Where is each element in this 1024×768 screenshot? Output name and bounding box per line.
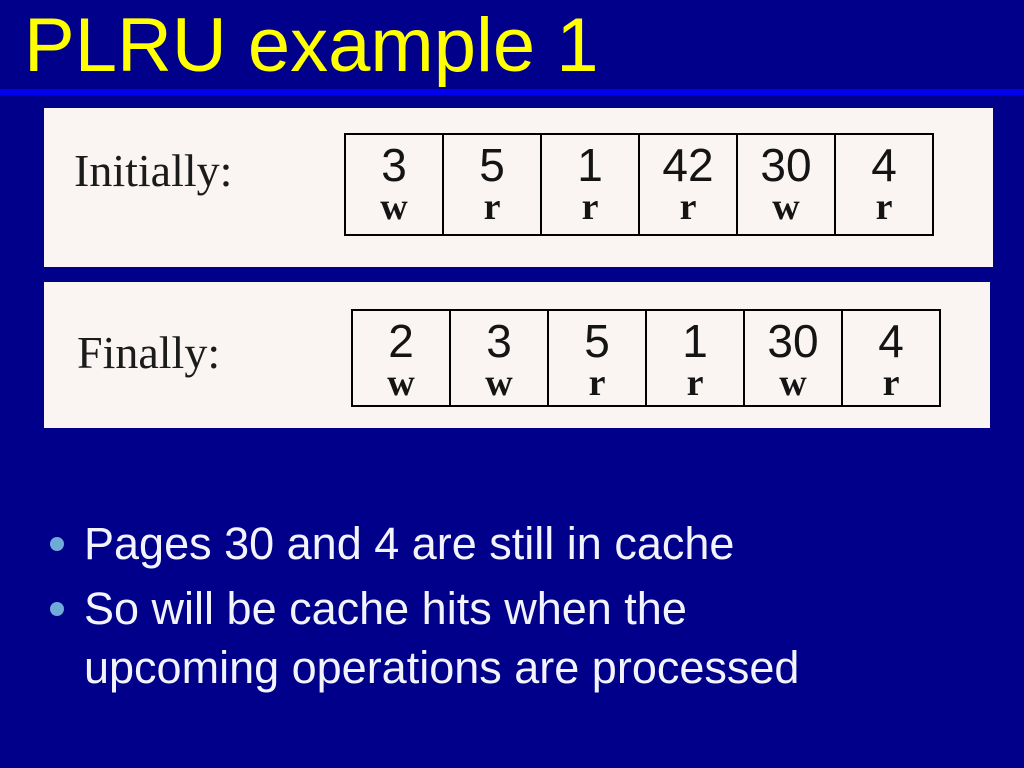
page-number: 5 [479,139,505,191]
list-item: Pages 30 and 4 are still in cache [50,514,930,573]
cache-cell: 30 w [736,133,836,236]
op-letter: w [380,186,408,228]
page-number: 42 [662,139,714,191]
page-number: 1 [577,139,603,191]
op-letter: r [483,186,501,228]
page-number: 4 [871,139,897,191]
cache-cell: 4 r [834,133,934,236]
cache-cell: 3 w [449,309,549,407]
cache-cell: 5 r [547,309,647,407]
op-letter: w [485,362,513,404]
op-letter: r [679,186,697,228]
cache-cell: 30 w [743,309,843,407]
final-label: Finally: [77,327,221,378]
cache-cell: 5 r [442,133,542,236]
page-number: 3 [381,139,407,191]
page-number: 3 [486,315,512,367]
bullet-icon [50,602,64,616]
op-letter: r [581,186,599,228]
bullet-text: So will be cache hits when the upcoming … [84,583,800,693]
initial-label: Initially: [74,145,233,196]
cache-cell: 1 r [540,133,640,236]
final-state-panel: Finally: 2 w 3 w 5 r 1 r 30 w 4 r [44,282,990,428]
initial-cache-table: 3 w 5 r 1 r 42 r 30 w 4 r [344,133,934,236]
op-letter: w [387,362,415,404]
bullet-list: Pages 30 and 4 are still in cache So wil… [50,514,930,697]
initial-state-panel: Initially: 3 w 5 r 1 r 42 r 30 w 4 r [44,108,993,267]
op-letter: r [882,362,900,404]
list-item: So will be cache hits when the upcoming … [50,579,930,697]
cache-cell: 42 r [638,133,738,236]
title-underline [0,89,1024,95]
cache-cell: 1 r [645,309,745,407]
bullet-icon [50,537,64,551]
page-number: 30 [767,315,819,367]
op-letter: w [779,362,807,404]
final-cache-table: 2 w 3 w 5 r 1 r 30 w 4 r [351,309,941,407]
op-letter: r [686,362,704,404]
page-number: 30 [760,139,812,191]
cache-cell: 3 w [344,133,444,236]
op-letter: w [772,186,800,228]
page-number: 2 [388,315,414,367]
cache-cell: 4 r [841,309,941,407]
cache-cell: 2 w [351,309,451,407]
page-number: 5 [584,315,610,367]
op-letter: r [588,362,606,404]
page-number: 1 [682,315,708,367]
page-number: 4 [878,315,904,367]
bullet-text: Pages 30 and 4 are still in cache [84,518,735,569]
page-title: PLRU example 1 [24,3,599,88]
op-letter: r [875,186,893,228]
